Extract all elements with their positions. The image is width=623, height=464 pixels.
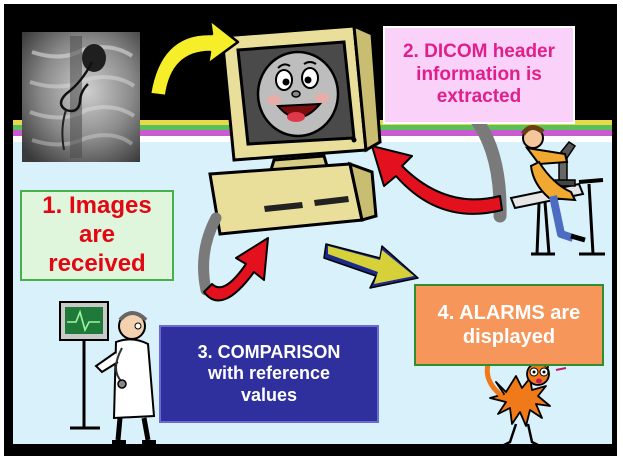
xray-image-icon [22,32,140,162]
step-4-line-2: displayed [462,326,556,348]
red-arrow-right-icon [371,145,503,215]
scientist-microscope-icon [509,125,605,256]
step-3-line-3: values [240,384,298,405]
step-1-line-2: are [78,221,116,249]
step-2-line-3: extracted [436,86,522,108]
step-1-images-box: 1. Images are received [20,190,174,281]
yellow-arrow-icon [148,18,240,98]
alarmed-cat-icon [484,351,567,448]
step-1-line-1: 1. Images [42,192,152,220]
step-2-line-1: 2. DICOM header [402,40,556,62]
step-3-line-2: with reference [207,363,331,384]
slide-frame: 2. DICOM header information is extracted… [4,4,617,456]
computer-mascot-icon [208,23,382,236]
step-1-line-3: received [48,249,146,277]
step-2-line-2: information is [416,63,542,85]
doctor-monitor-icon [59,301,156,444]
step-2-dicom-box: 2. DICOM header information is extracted [383,26,575,124]
step-4-alarms-box: 4. ALARMS are displayed [414,284,604,366]
navy-arrow-icon [323,243,419,289]
step-3-line-1: 3. COMPARISON [197,341,341,362]
step-3-comparison-box: 3. COMPARISON with reference values [159,325,379,423]
red-arrow-left-icon [198,212,269,302]
step-4-line-1: 4. ALARMS are [437,302,581,324]
